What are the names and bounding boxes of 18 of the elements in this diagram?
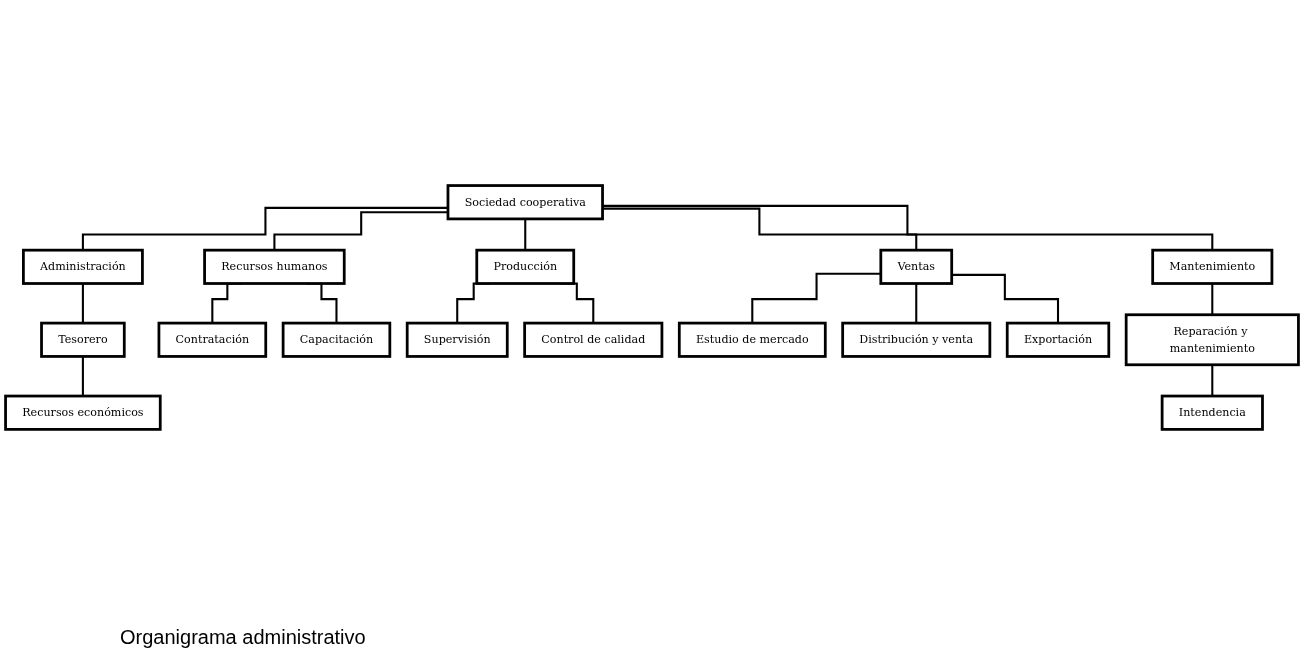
node-box: Control de calidad	[523, 321, 664, 358]
node-box: Sociedad cooperativa	[446, 184, 604, 221]
node-box: Capacitación	[281, 321, 392, 358]
node-box: Contratación	[157, 321, 268, 358]
node-box: Producción	[475, 248, 576, 285]
node-box: Administración	[22, 248, 144, 285]
caption: Organigrama administrativo	[120, 626, 366, 649]
node-box: Recursos humanos	[203, 248, 346, 285]
node-box: Mantenimiento	[1151, 248, 1274, 285]
node-box: Tesorero	[40, 321, 126, 358]
node-box: Recursos económicos	[4, 394, 162, 431]
node-box: Supervisión	[405, 321, 509, 358]
node-box: Distribución y venta	[841, 321, 992, 358]
node-box: Ventas	[879, 248, 954, 285]
node-box: Reparación y mantenimiento	[1124, 313, 1300, 367]
node-box: Estudio de mercado	[677, 321, 827, 358]
node-box: Exportación	[1005, 321, 1111, 358]
node-box: Intendencia	[1160, 394, 1264, 431]
